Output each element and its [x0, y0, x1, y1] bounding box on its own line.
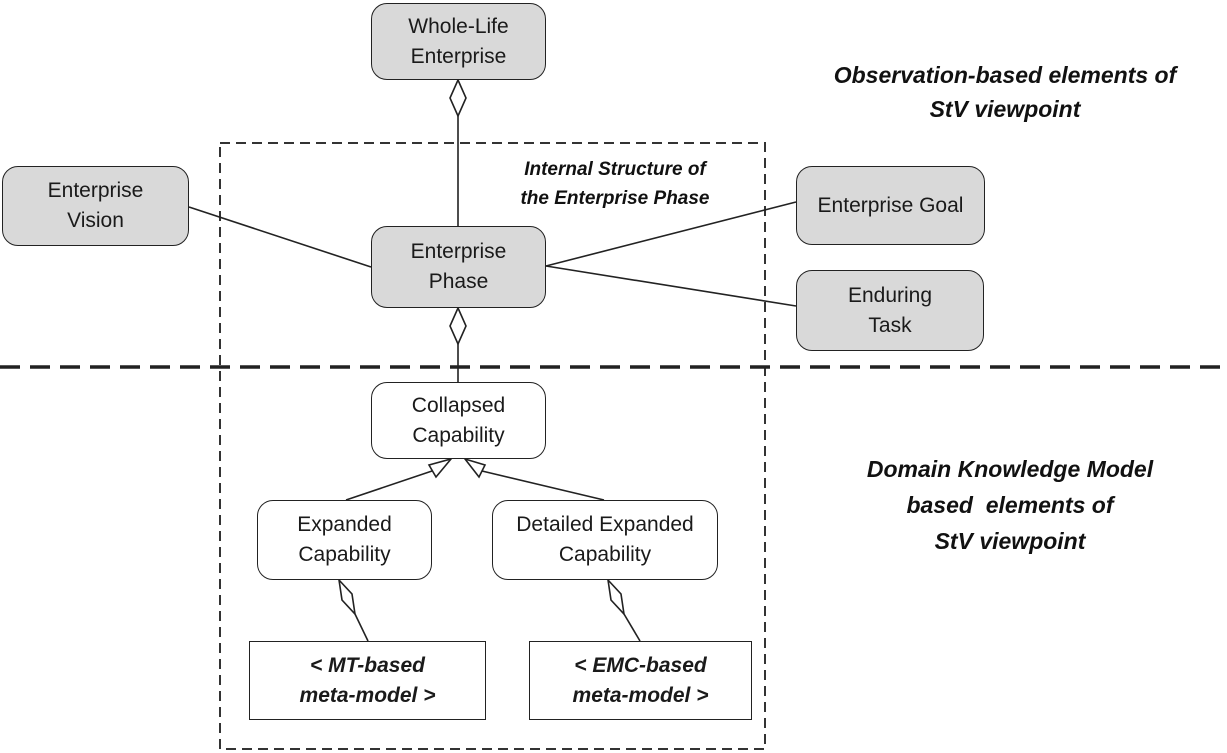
detailed-expanded-capability-node: Detailed Expanded Capability	[492, 500, 718, 580]
observation-label-line2: StV viewpoint	[929, 96, 1081, 122]
phase-line1: Enterprise	[410, 240, 507, 263]
expanded-aggregation-diamond	[337, 577, 357, 617]
internal-label-line2: the Enterprise Phase	[520, 188, 710, 209]
expanded-generalization-line	[345, 470, 433, 501]
expanded-line1: Expanded	[297, 513, 392, 536]
detailed-generalization-line	[481, 470, 605, 501]
phase-line2: Phase	[428, 270, 489, 293]
domain-label-line3: StV viewpoint	[934, 528, 1086, 554]
mt-line1: < MT-based	[310, 653, 425, 677]
emc-line1: < EMC-based	[574, 653, 707, 677]
expanded-line2: Capability	[298, 543, 391, 566]
domain-knowledge-section-label: Domain Knowledge Model based elements of…	[830, 451, 1190, 559]
enterprise-phase-node: Enterprise Phase	[371, 226, 546, 308]
observation-section-label: Observation-based elements of StV viewpo…	[790, 58, 1220, 126]
detailed-aggregation-diamond	[606, 577, 626, 617]
goal-line1: Enterprise Goal	[817, 193, 964, 217]
detailed-emc-aggregation-line	[623, 613, 641, 642]
whole-life-line1: Whole-Life	[408, 14, 509, 38]
task-line1: Enduring	[847, 283, 933, 307]
vision-phase-association	[188, 206, 372, 268]
detailed-line1: Detailed Expanded	[516, 513, 694, 536]
vision-line1: Enterprise	[47, 179, 144, 202]
domain-label-line1: Domain Knowledge Model	[866, 456, 1154, 482]
phase-aggregation-diamond	[449, 306, 467, 346]
expanded-mt-aggregation-line	[354, 613, 369, 642]
whole-life-enterprise-node: Whole-Life Enterprise	[371, 3, 546, 80]
internal-structure-boundary	[219, 142, 766, 750]
detailed-line2: Capability	[558, 543, 652, 566]
expanded-generalization-arrow	[427, 457, 454, 479]
emc-based-metamodel-node: < EMC-based meta-model >	[529, 641, 752, 720]
enterprise-goal-node: Enterprise Goal	[796, 166, 985, 245]
enduring-task-node: Enduring Task	[796, 270, 984, 351]
observation-label-line1: Observation-based elements of	[833, 62, 1177, 88]
mt-line2: meta-model >	[299, 683, 436, 707]
expanded-capability-node: Expanded Capability	[257, 500, 432, 580]
phase-task-association	[545, 265, 797, 307]
collapsed-capability-node: Collapsed Capability	[371, 382, 546, 459]
vision-line2: Vision	[67, 209, 124, 232]
internal-structure-label: Internal Structure of the Enterprise Pha…	[490, 155, 740, 213]
detailed-generalization-arrow	[462, 457, 487, 479]
emc-line2: meta-model >	[572, 683, 709, 707]
collapsed-line1: Collapsed	[411, 393, 506, 417]
internal-label-line1: Internal Structure of	[524, 159, 706, 180]
wholelife-aggregation-diamond	[449, 78, 467, 118]
enterprise-vision-node: Enterprise Vision	[2, 166, 189, 246]
domain-label-line2: based elements of	[906, 492, 1114, 518]
collapsed-line2: Capability	[412, 423, 505, 447]
task-line2: Task	[868, 313, 912, 337]
phase-goal-association	[545, 201, 797, 267]
whole-life-line2: Enterprise	[410, 44, 507, 68]
mt-based-metamodel-node: < MT-based meta-model >	[249, 641, 486, 720]
